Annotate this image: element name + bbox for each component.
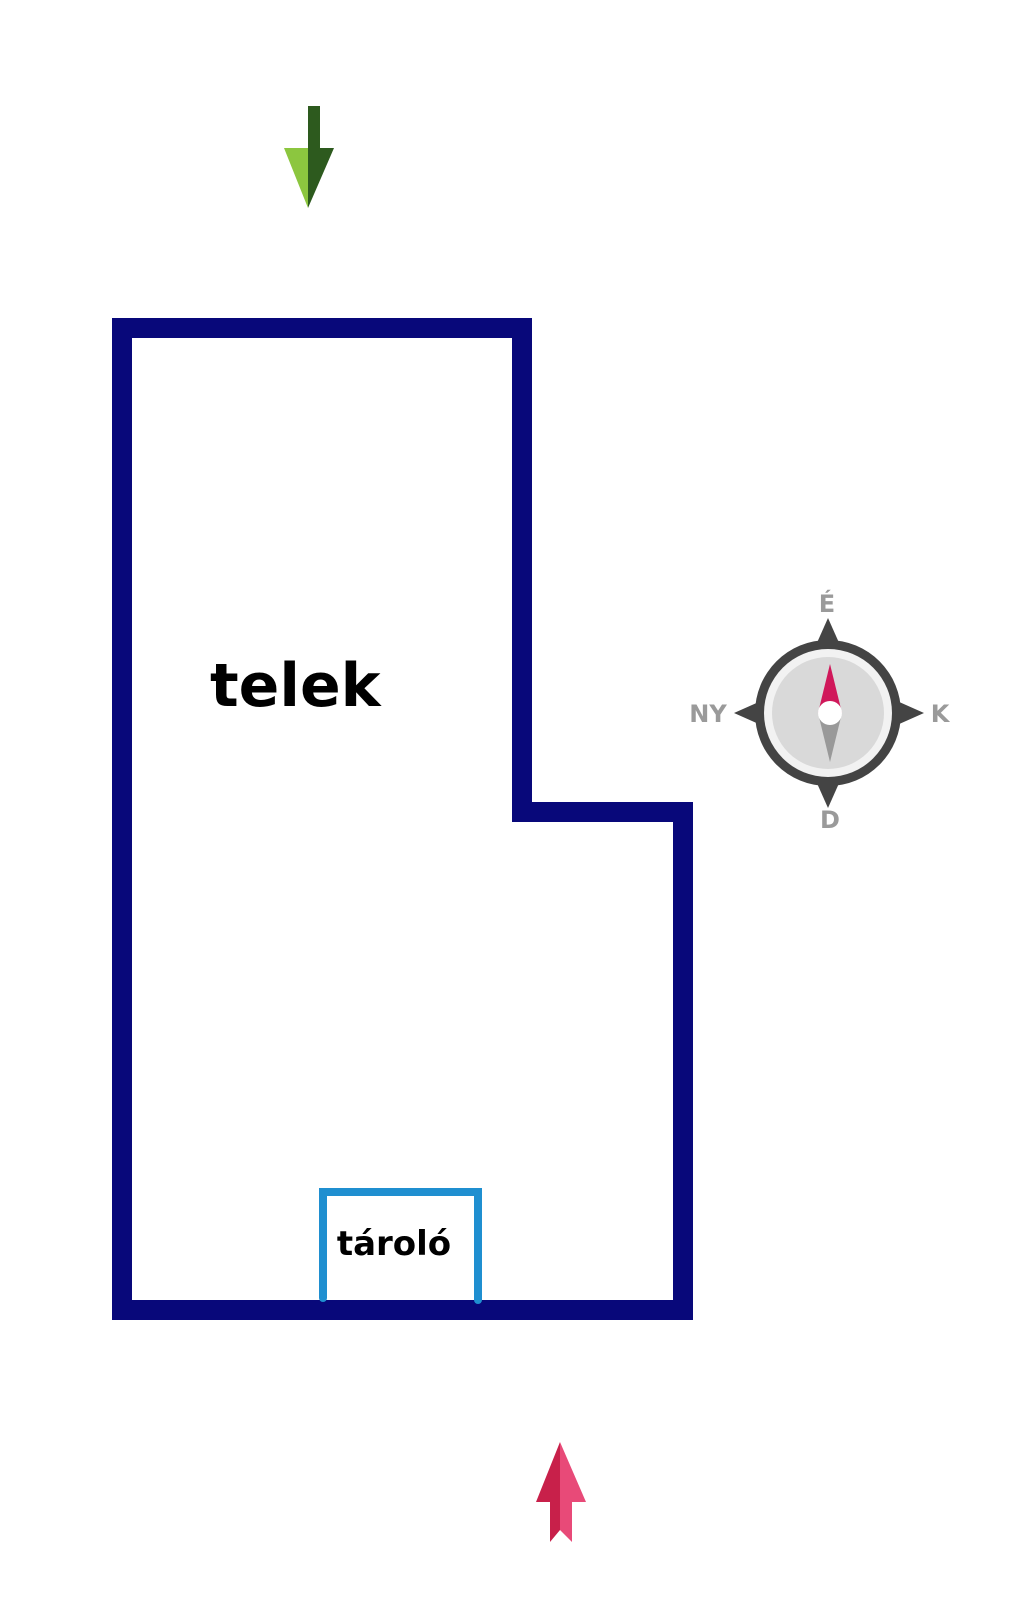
compass-east-label: K [931,700,951,728]
compass-north-label: É [819,589,835,618]
plot-outline [112,318,693,1320]
storage-label: tároló [337,1224,451,1264]
plot-label: telek [210,651,383,721]
arrow-up-icon [536,1442,586,1542]
arrow-down-icon [284,106,334,208]
compass-icon: É D NY K [689,589,950,834]
compass-south-label: D [820,806,840,834]
compass-west-label: NY [689,700,727,728]
storage-outline [319,1188,482,1304]
